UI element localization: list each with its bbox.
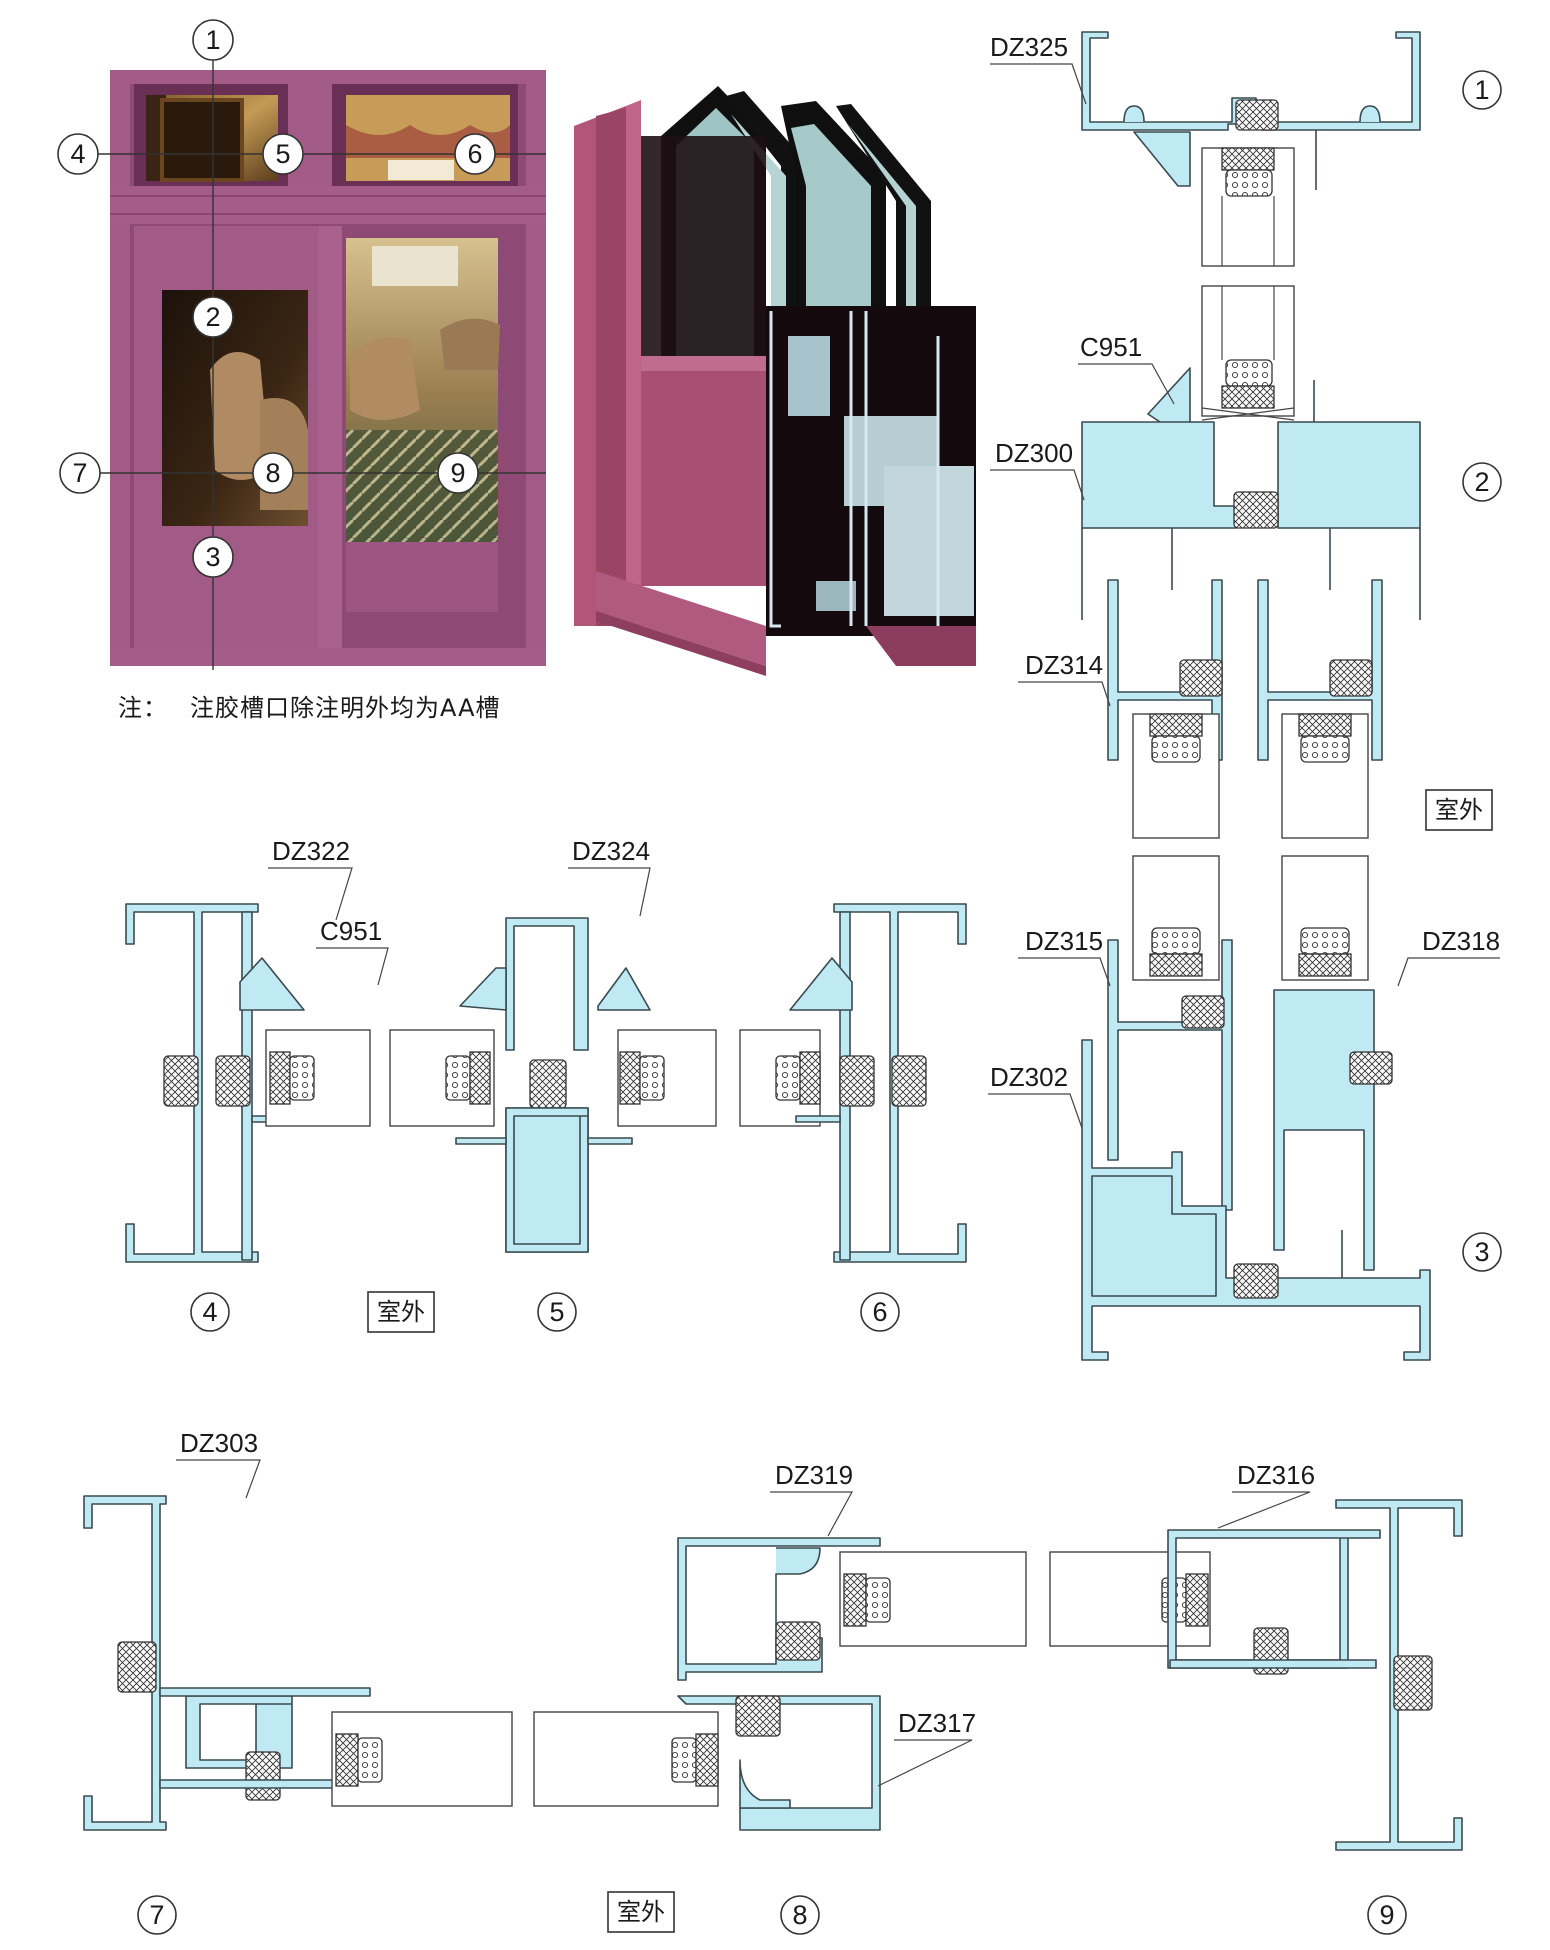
label-dz322: DZ322: [268, 836, 353, 921]
svg-text:DZ319: DZ319: [775, 1460, 853, 1490]
detail-6-jamb-right: [789, 903, 967, 1263]
detail-9-jamb: [1167, 1499, 1463, 1851]
svg-text:DZ324: DZ324: [572, 836, 650, 866]
detail-7-jamb: [83, 1495, 371, 1831]
label-dz318: DZ318: [1397, 926, 1500, 987]
label-dz324: DZ324: [568, 836, 651, 917]
detail-3-sill: [1081, 939, 1431, 1361]
svg-text:室外: 室外: [1435, 796, 1483, 824]
label-dz302: DZ302: [988, 1062, 1083, 1129]
detail-sash-top-left: [1107, 579, 1223, 761]
svg-text:8: 8: [792, 1900, 807, 1930]
detail-number-7: 7: [137, 1895, 177, 1935]
svg-text:2: 2: [1474, 467, 1489, 497]
label-dz314: DZ314: [1018, 650, 1111, 707]
glass-units-middle: [1132, 713, 1369, 981]
svg-text:DZ302: DZ302: [990, 1062, 1068, 1092]
svg-text:DZ318: DZ318: [1422, 926, 1500, 956]
svg-text:DZ314: DZ314: [1025, 650, 1103, 680]
svg-text:C951: C951: [320, 916, 382, 946]
detail-2-transom: [1081, 367, 1421, 620]
label-dz315: DZ315: [1018, 926, 1111, 987]
svg-text:3: 3: [1474, 1237, 1489, 1267]
glass-continuation-1: [1201, 285, 1295, 421]
label-dz325: DZ325: [990, 32, 1087, 105]
detail-sash-top-right: [1257, 579, 1383, 761]
profile-3d-render: [566, 66, 986, 686]
detail-number-5: 5: [537, 1292, 577, 1332]
note-text: 注胶槽口除注明外均为AA槽: [190, 694, 501, 722]
detail-number-1: 1: [1462, 70, 1502, 110]
svg-text:C951: C951: [1080, 332, 1142, 362]
glass-unit-7-8: [331, 1711, 719, 1807]
svg-text:9: 9: [1379, 1900, 1394, 1930]
glass-unit-5-6: [617, 1029, 821, 1127]
svg-text:1: 1: [1474, 75, 1489, 105]
glass-unit-8-9: [839, 1551, 1211, 1647]
detail-number-2: 2: [1462, 462, 1502, 502]
label-dz319: DZ319: [770, 1460, 853, 1537]
outside-box-middle: 室外: [367, 1291, 435, 1333]
svg-text:DZ316: DZ316: [1237, 1460, 1315, 1490]
detail-number-4: 4: [190, 1292, 230, 1332]
label-dz300: DZ300: [990, 438, 1085, 501]
svg-text:DZ325: DZ325: [990, 32, 1068, 62]
svg-text:DZ315: DZ315: [1025, 926, 1103, 956]
detail-number-8: 8: [780, 1895, 820, 1935]
svg-text:室外: 室外: [617, 1898, 665, 1926]
glass-unit-4-5: [265, 1029, 495, 1127]
detail-number-6: 6: [860, 1292, 900, 1332]
label-dz303: DZ303: [176, 1428, 261, 1499]
label-dz317: DZ317: [877, 1708, 976, 1787]
note: 注： 注胶槽口除注明外均为AA槽: [118, 688, 523, 723]
svg-text:7: 7: [149, 1900, 164, 1930]
svg-text:6: 6: [872, 1297, 887, 1327]
svg-text:DZ300: DZ300: [995, 438, 1073, 468]
profile-3d-illustration: [574, 86, 976, 676]
note-prefix: 注：: [118, 694, 168, 722]
detail-4-jamb-left: [125, 903, 305, 1263]
outside-box-bottom: 室外: [607, 1891, 675, 1933]
detail-number-3: 3: [1462, 1232, 1502, 1272]
svg-text:DZ303: DZ303: [180, 1428, 258, 1458]
label-c951-top: C951: [1078, 332, 1175, 405]
svg-text:DZ317: DZ317: [898, 1708, 976, 1738]
svg-text:4: 4: [202, 1297, 217, 1327]
label-c951-mid: C951: [316, 916, 389, 986]
outside-box-right: 室外: [1425, 789, 1493, 831]
detail-8-interlock: [677, 1537, 881, 1831]
label-dz316: DZ316: [1217, 1460, 1315, 1529]
svg-text:DZ322: DZ322: [272, 836, 350, 866]
detail-1-head: [1081, 31, 1421, 267]
svg-text:室外: 室外: [377, 1298, 425, 1326]
detail-number-9: 9: [1367, 1895, 1407, 1935]
svg-text:5: 5: [549, 1297, 564, 1327]
detail-5-mullion: [455, 917, 651, 1253]
